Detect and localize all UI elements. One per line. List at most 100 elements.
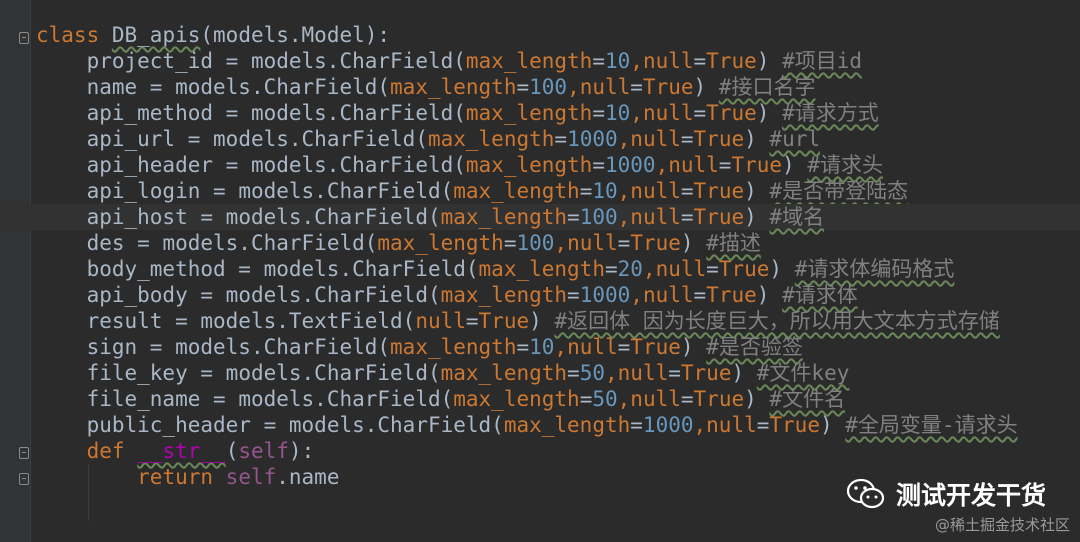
fold-class-icon[interactable] xyxy=(19,32,29,44)
comma: , xyxy=(655,153,669,177)
param-eq: = xyxy=(756,413,770,437)
comma: , xyxy=(630,49,643,73)
field-line[interactable]: result = models.TextField(null=True) #返回… xyxy=(36,308,1080,334)
field-line[interactable]: file_name = models.CharField(max_length=… xyxy=(36,386,1080,412)
param-value: 1000 xyxy=(579,283,631,307)
fold-def-end-icon[interactable] xyxy=(19,473,29,485)
param-key: max_length xyxy=(427,127,555,151)
assign-op: = xyxy=(137,335,176,359)
field-comment: #项目id xyxy=(782,49,862,73)
param-eq: = xyxy=(579,387,593,411)
param-eq: = xyxy=(554,127,568,151)
site-watermark: @稀土掘金技术社区 xyxy=(934,516,1070,534)
param-value: True xyxy=(630,231,681,255)
field-name: des xyxy=(86,231,125,255)
field-line[interactable]: des = models.CharField(max_length=100,nu… xyxy=(36,230,1080,256)
field-call: models.CharField( xyxy=(238,387,454,411)
param-eq: = xyxy=(567,205,580,229)
param-key: null xyxy=(567,335,618,359)
field-name: public_header xyxy=(86,413,251,437)
param-value: True xyxy=(693,179,745,203)
field-line[interactable]: name = models.CharField(max_length=100,n… xyxy=(36,74,1080,100)
param-key: null xyxy=(655,257,707,281)
close-paren: ) xyxy=(744,179,757,203)
field-comment: #是否验签 xyxy=(706,335,803,359)
wechat-icon xyxy=(846,478,885,509)
close-paren: ) xyxy=(769,257,783,281)
gutter-divider xyxy=(30,0,31,542)
indent-guide xyxy=(88,465,89,521)
field-name: api_method xyxy=(86,101,214,125)
assign-op: = xyxy=(187,361,226,385)
field-call: models.CharField( xyxy=(238,179,454,203)
class-declaration-line[interactable]: class DB_apis(models.Model): xyxy=(36,22,1080,48)
param-key: null xyxy=(415,309,466,333)
param-value: 10 xyxy=(604,101,631,125)
field-name: api_host xyxy=(86,205,188,229)
param-eq: = xyxy=(567,361,580,385)
param-key: null xyxy=(567,231,618,255)
param-key: null xyxy=(617,361,669,385)
field-comment: #请求体 xyxy=(782,283,858,307)
param-value: True xyxy=(630,335,681,359)
field-line[interactable]: project_id = models.CharField(max_length… xyxy=(36,48,1080,74)
field-line[interactable]: file_key = models.CharField(max_length=5… xyxy=(36,360,1080,386)
field-line[interactable]: public_header = models.CharField(max_len… xyxy=(36,412,1080,438)
param-value: 50 xyxy=(579,361,605,385)
comma: , xyxy=(567,75,580,99)
field-call: models.CharField( xyxy=(225,283,441,307)
param-eq: = xyxy=(680,179,694,203)
class-keyword: class xyxy=(36,23,100,47)
param-value: 100 xyxy=(529,75,568,99)
param-eq: = xyxy=(680,127,694,151)
param-key: max_length xyxy=(377,231,504,255)
param-key: null xyxy=(668,153,719,177)
param-eq: = xyxy=(592,49,605,73)
field-lines: project_id = models.CharField(max_length… xyxy=(0,48,1080,438)
field-name: file_name xyxy=(86,387,201,411)
field-name: api_body xyxy=(86,283,188,307)
close-paren: ) xyxy=(756,283,770,307)
fold-def-icon[interactable] xyxy=(19,447,29,459)
assign-op: = xyxy=(250,413,289,437)
field-call: models.CharField( xyxy=(225,361,441,385)
return-line[interactable]: return self.name xyxy=(36,464,1080,490)
field-line[interactable]: api_url = models.CharField(max_length=10… xyxy=(36,126,1080,152)
param-value: 10 xyxy=(592,179,618,203)
field-line[interactable]: sign = models.CharField(max_length=10,nu… xyxy=(36,334,1080,360)
field-name: api_url xyxy=(86,127,176,151)
watermark-text: 测试开发干货 xyxy=(895,481,1046,510)
field-line[interactable]: api_host = models.CharField(max_length=1… xyxy=(0,204,1080,230)
close-paren: ) xyxy=(693,75,707,99)
comma: , xyxy=(554,335,568,359)
comma: , xyxy=(693,413,707,437)
class-name: DB_apis xyxy=(111,23,201,47)
def-close: ): xyxy=(288,439,315,463)
close-paren: ) xyxy=(744,205,757,229)
param-eq: = xyxy=(718,153,732,177)
close-paren: ) xyxy=(731,361,745,385)
field-line[interactable]: api_method = models.CharField(max_length… xyxy=(36,100,1080,126)
field-call: models.CharField( xyxy=(213,127,428,151)
field-call: models.CharField( xyxy=(263,257,479,281)
def-line[interactable]: def __str__(self): xyxy=(36,438,1080,464)
field-call: models.CharField( xyxy=(288,413,504,437)
field-line[interactable]: api_header = models.CharField(max_length… xyxy=(36,152,1080,178)
comma: , xyxy=(605,361,618,385)
param-value: 10 xyxy=(529,335,555,359)
param-eq: = xyxy=(680,387,694,411)
param-key: max_length xyxy=(465,101,593,125)
field-comment: #请求体编码格式 xyxy=(794,257,955,281)
field-call: models.TextField( xyxy=(200,309,416,333)
param-key: max_length xyxy=(440,361,568,385)
param-value: 20 xyxy=(617,257,643,281)
field-line[interactable]: api_body = models.CharField(max_length=1… xyxy=(36,282,1080,308)
field-line[interactable]: api_login = models.CharField(max_length=… xyxy=(36,178,1080,204)
field-comment: #url xyxy=(769,127,820,151)
field-line[interactable]: body_method = models.CharField(max_lengt… xyxy=(36,256,1080,282)
field-name: name xyxy=(86,75,138,99)
assign-op: = xyxy=(175,127,214,151)
code-editor[interactable]: class DB_apis(models.Model): project_id … xyxy=(0,22,1080,490)
param-value: 100 xyxy=(516,231,555,255)
field-comment: #文件名 xyxy=(769,387,846,411)
